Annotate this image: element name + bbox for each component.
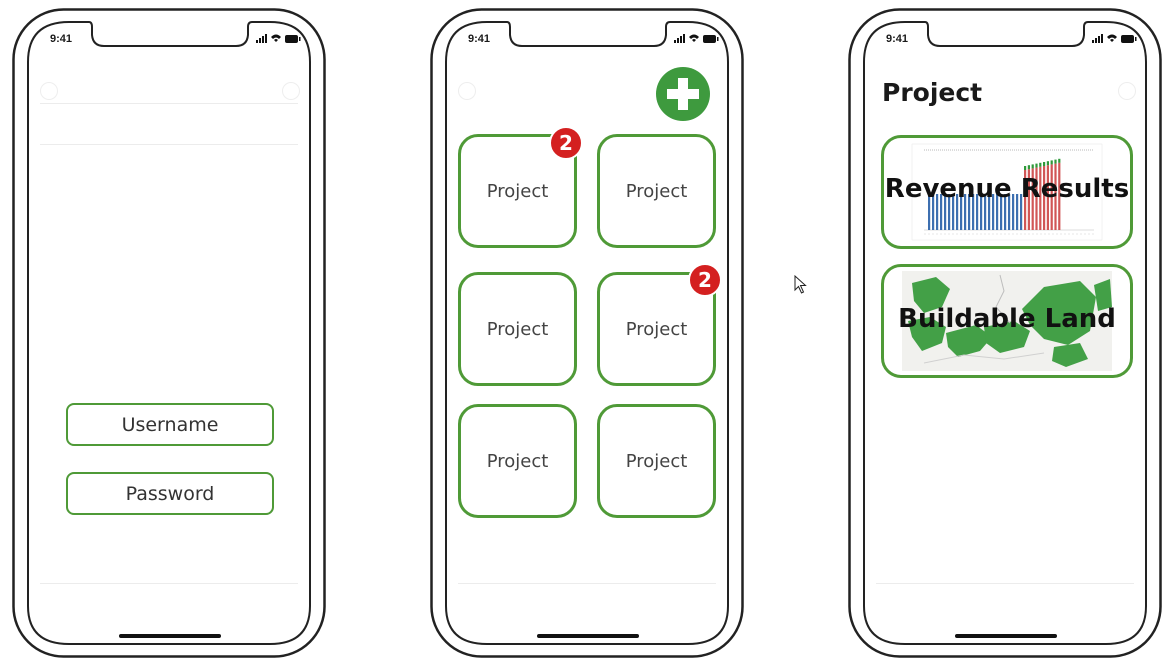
project-tile[interactable]: Project bbox=[597, 404, 716, 518]
phone-login: 9:41 Username Password bbox=[12, 8, 326, 658]
project-tile[interactable]: Project bbox=[597, 134, 716, 248]
username-placeholder: Username bbox=[121, 413, 219, 436]
buildable-land-card[interactable]: Buildable Land bbox=[881, 264, 1133, 378]
project-tile-label: Project bbox=[486, 318, 549, 340]
revenue-results-label: Revenue Results bbox=[884, 174, 1130, 204]
notification-badge: 2 bbox=[688, 263, 722, 297]
home-indicator bbox=[955, 634, 1057, 638]
page-title: Project bbox=[882, 78, 983, 107]
home-indicator bbox=[119, 634, 221, 638]
project-tile[interactable]: Project bbox=[458, 134, 577, 248]
phone-projects: 9:41 Project 2 Project Project Project 2… bbox=[430, 8, 744, 658]
project-tile-label: Project bbox=[625, 318, 688, 340]
status-time: 9:41 bbox=[886, 33, 909, 45]
status-icons bbox=[256, 32, 302, 46]
add-project-button[interactable] bbox=[656, 67, 710, 121]
password-field[interactable]: Password bbox=[66, 472, 274, 515]
project-tile-label: Project bbox=[625, 180, 688, 202]
ghost-circle-left bbox=[40, 82, 58, 100]
mouse-cursor-icon bbox=[794, 275, 807, 294]
project-tile-label: Project bbox=[486, 180, 549, 202]
status-icons bbox=[674, 32, 720, 46]
status-time: 9:41 bbox=[50, 33, 73, 45]
ghost-divider bbox=[40, 583, 298, 584]
project-tile-label: Project bbox=[625, 450, 688, 472]
ghost-divider bbox=[40, 144, 298, 145]
ghost-divider bbox=[40, 103, 298, 104]
password-placeholder: Password bbox=[125, 482, 215, 505]
ghost-divider bbox=[458, 583, 716, 584]
ghost-circle-right bbox=[282, 82, 300, 100]
ghost-circle-left bbox=[458, 82, 476, 100]
username-field[interactable]: Username bbox=[66, 403, 274, 446]
project-tile[interactable]: Project bbox=[458, 404, 577, 518]
ghost-divider bbox=[876, 583, 1134, 584]
ghost-circle-right bbox=[1118, 82, 1136, 100]
buildable-land-label: Buildable Land bbox=[898, 304, 1116, 334]
notification-badge: 2 bbox=[549, 126, 583, 160]
phone-project-detail: 9:41 Project Revenue Results bbox=[848, 8, 1162, 658]
home-indicator bbox=[537, 634, 639, 638]
bar-chart-thumbnail bbox=[911, 143, 1103, 241]
project-tile-label: Project bbox=[486, 450, 549, 472]
status-time: 9:41 bbox=[468, 33, 491, 45]
map-thumbnail bbox=[902, 271, 1112, 371]
status-icons bbox=[1092, 32, 1138, 46]
phone-frame bbox=[12, 8, 326, 658]
project-tile[interactable]: Project bbox=[458, 272, 577, 386]
revenue-results-card[interactable]: Revenue Results bbox=[881, 135, 1133, 249]
